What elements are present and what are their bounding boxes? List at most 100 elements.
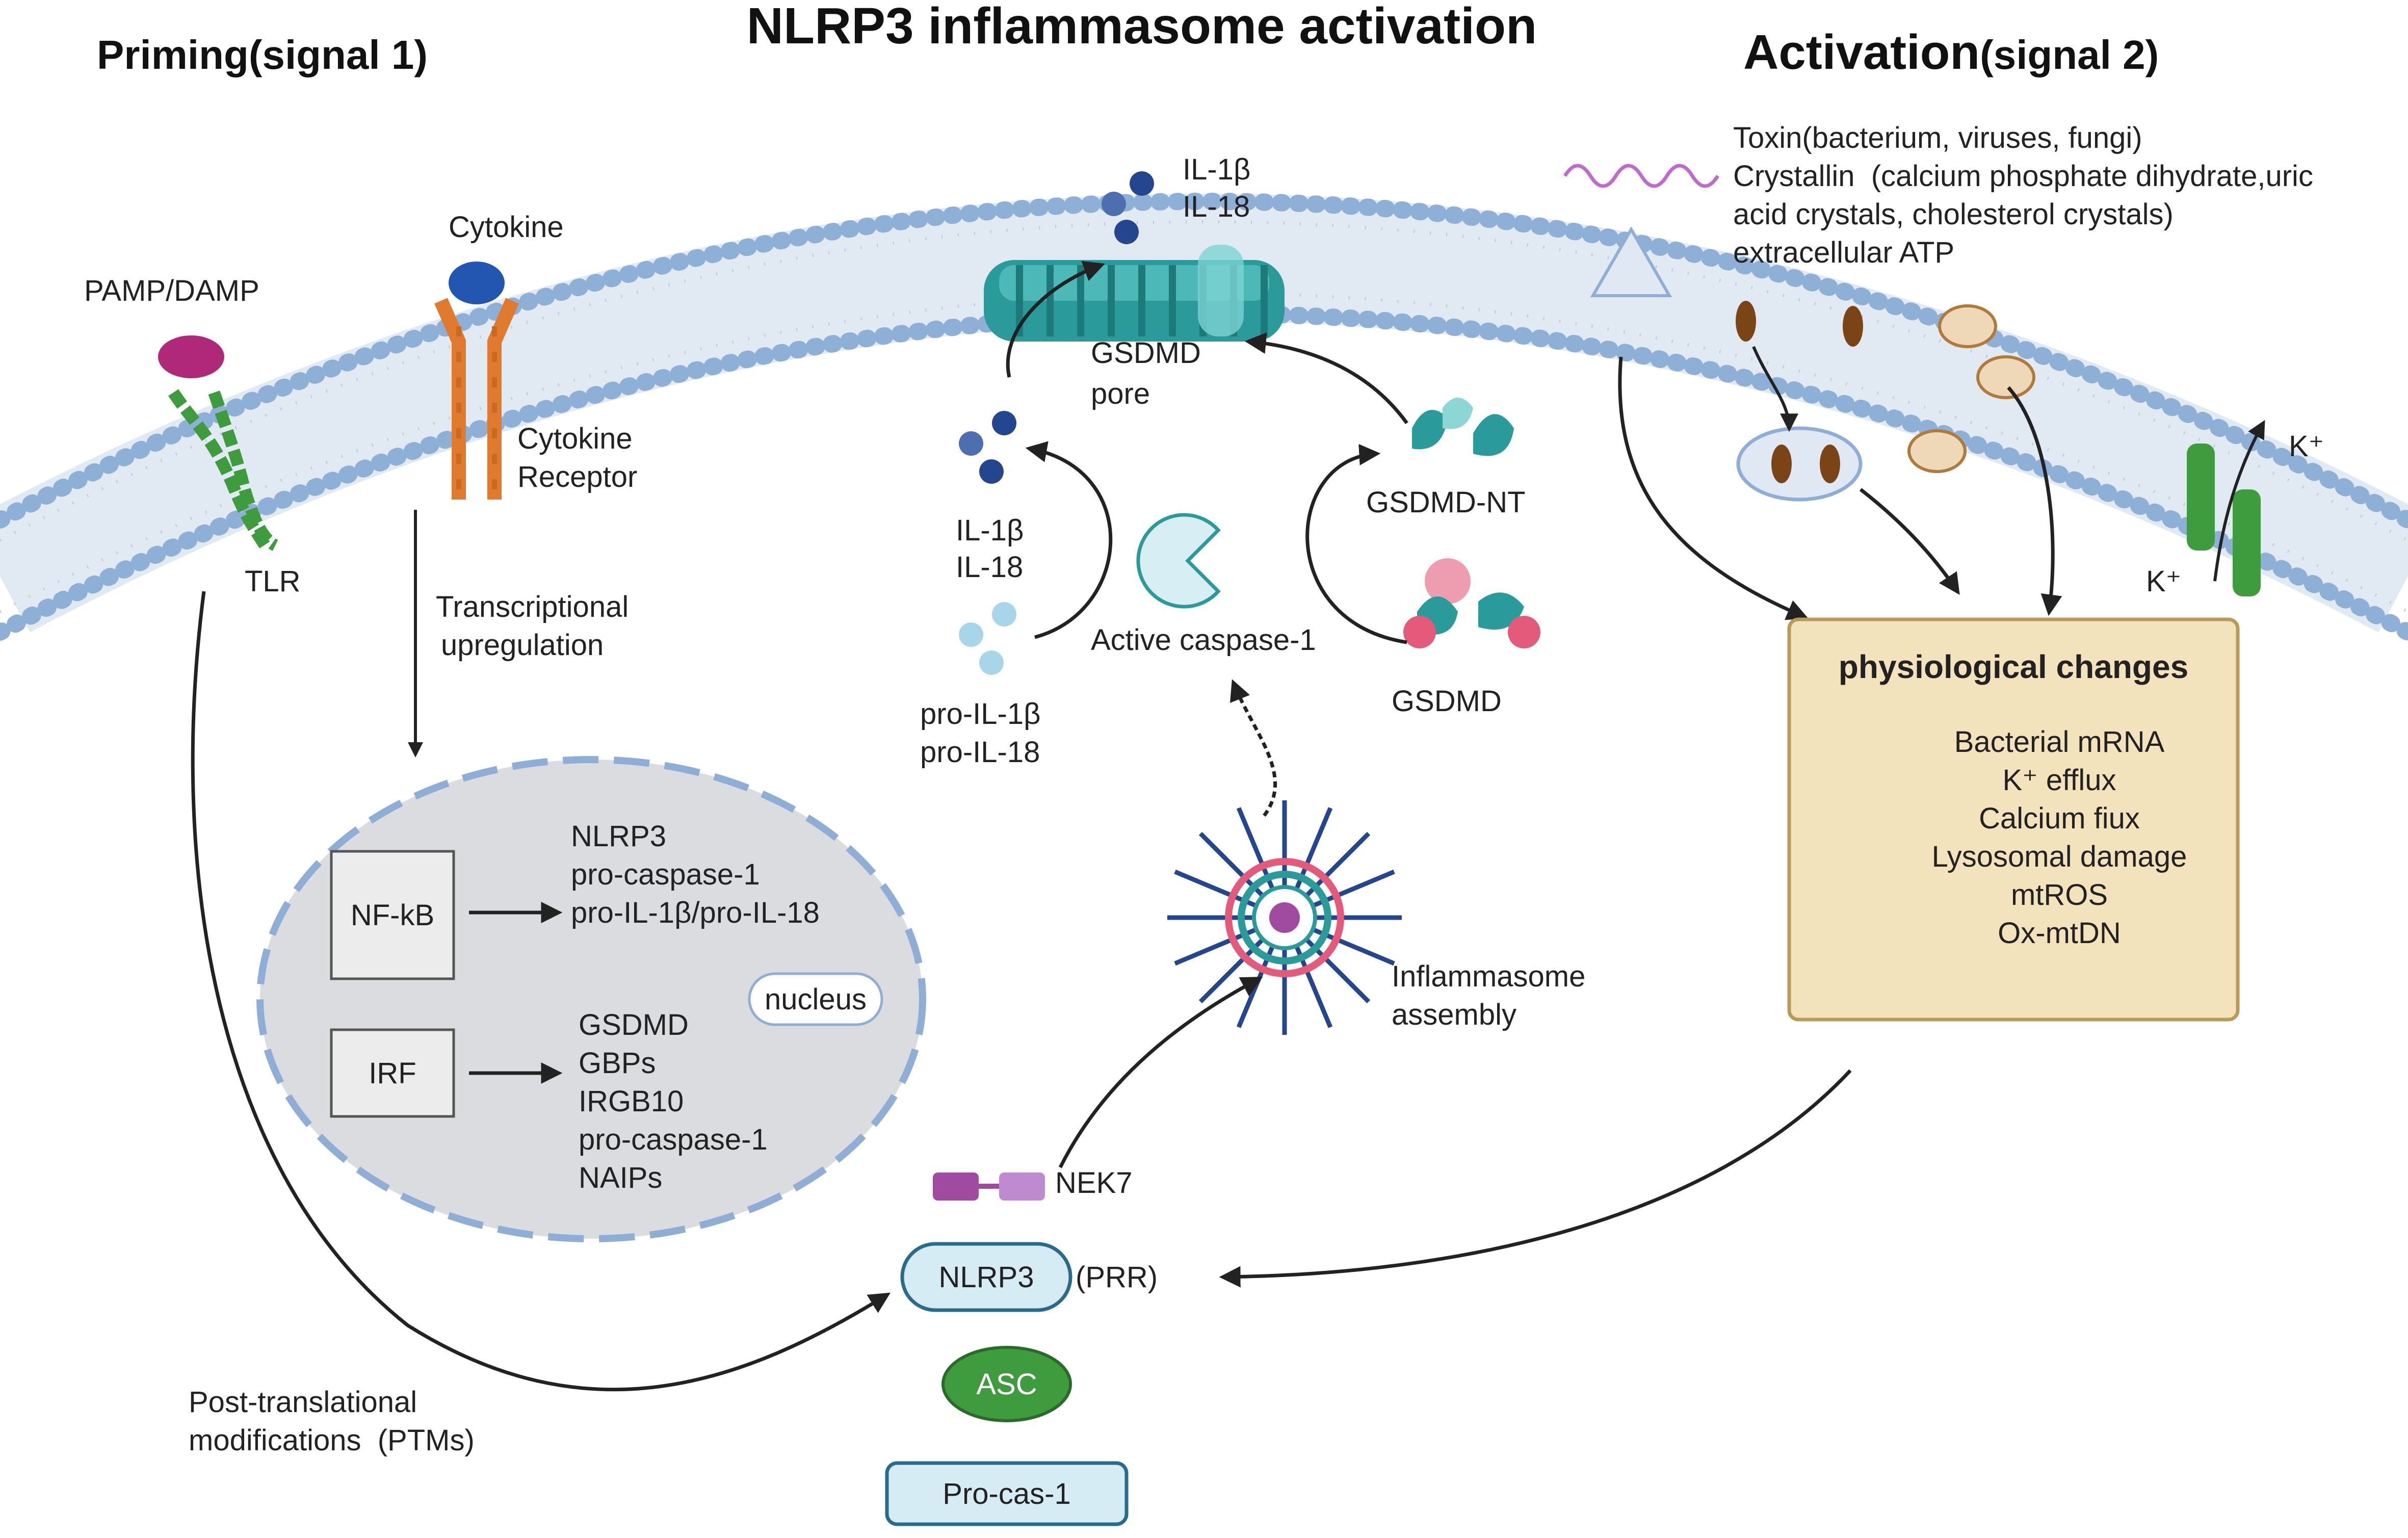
nucleus-badge [748,972,883,1026]
il-mid-label-1: IL-1β [956,514,1024,547]
mature-il-dots [959,411,1016,484]
transcriptional-label-1: Transcriptional [436,590,629,623]
physio-item: K⁺ efflux [2003,764,2116,797]
toxin-line: Toxin(bacterium, viruses, fungi) [1733,121,2142,154]
il-release-arrow [1006,260,1105,378]
nlrp3-label: NLRP3 [939,1261,1034,1294]
particle-to-physio-arrow [2007,386,2062,616]
tlr-label: TLR [245,565,301,598]
nfkb-label: NF-kB [351,899,434,932]
procas-label: Pro-cas-1 [943,1477,1070,1510]
pamp-icon [158,335,224,378]
physiological-changes-box [1787,617,2240,1022]
signal2-heading: Activation(signal 2) [1743,25,2159,80]
gsdmd-cleavage-arrow [1305,444,1407,644]
nek7-label: NEK7 [1055,1166,1133,1200]
nek7-icon [933,1172,1045,1201]
procas-badge [885,1461,1129,1526]
atp-arrow [1752,346,1798,432]
active-caspase-icon [1136,513,1221,609]
active-caspase-label: Active caspase-1 [1091,623,1316,657]
pro-il-dots [959,602,1016,675]
signal1-heading: Priming(signal 1) [97,32,428,77]
assembly-to-caspase-arrow [1229,679,1277,817]
k-channel-icon [2187,444,2261,596]
asc-badge [941,1346,1072,1422]
cytokine-icon [449,262,505,304]
inflammasome-label-2: assembly [1392,998,1516,1031]
gsdmd-pore-label-2: pore [1091,377,1150,410]
irf-target: GBPs [579,1047,656,1080]
nlrp3-badge [900,1242,1072,1312]
pamp-damp-label: PAMP/DAMP [84,274,259,307]
k-plus-label-in: K⁺ [2146,565,2181,598]
gsdmd-pore-icon [984,245,1285,342]
ptm-arrow [191,591,891,1392]
k-plus-label-out: K⁺ [2289,430,2324,463]
crystal-triangle-icon [1590,226,1672,297]
physio-items: Bacterial mRNA K⁺ efflux Calcium fiux Ly… [1932,725,2187,950]
nfkb-target: pro-caspase-1 [571,858,760,891]
inflammasome-icon [1167,800,1402,1035]
gsdmd-nt-label: GSDMD-NT [1366,486,1526,519]
toxin-line: extracellular ATP [1733,236,1954,269]
toxin-line: Crystallin (calcium phosphate dihydrate,… [1733,160,2313,193]
ptm-label-2: modifications (PTMs) [189,1424,475,1457]
pro-il-label-2: pro-IL-18 [920,736,1040,769]
cytokine-label: Cytokine [449,211,564,244]
irf-target: NAIPs [579,1161,662,1194]
tlr-icon [168,389,279,551]
transcriptional-label-2: upregulation [441,629,604,662]
released-il-dots [1102,171,1154,244]
physio-item: Ox-mtDN [1998,917,2121,950]
p2x7-channel-icon [1736,426,1863,502]
atp-to-physio-arrow [1859,488,1960,595]
il-top-label-2: IL-18 [1183,190,1250,223]
nucleus-label: nucleus [765,983,867,1016]
physio-title: physiological changes [1839,648,2188,685]
physio-item: Bacterial mRNA [1954,725,2165,759]
irf-label: IRF [369,1057,416,1090]
physio-item: Lysosomal damage [1932,840,2187,873]
k-efflux-arrow [2213,420,2265,582]
il-top-label-1: IL-1β [1183,153,1250,186]
atp-particles [1736,301,2035,473]
atp-bound-icon [1820,445,1840,483]
inflammasome-label-1: Inflammasome [1392,960,1585,993]
physio-item: mtROS [2011,878,2108,911]
gsdmd-pore-label-1: GSDMD [1091,336,1201,370]
nfkb-target: pro-IL-1β/pro-IL-18 [571,896,820,929]
irf-box [330,1028,455,1118]
irf-target: IRGB10 [579,1085,684,1118]
pro-il-label-1: pro-IL-1β [920,697,1040,731]
toxin-wave-icon [1563,164,1719,188]
gsdmd-nt-icon [1412,398,1514,456]
irf-target: GSDMD [579,1008,689,1041]
gsdmd-pore-forming-arrow [1244,332,1408,425]
gsdmd-icon [1403,558,1540,648]
nfkb-box [330,850,455,980]
nlrp3-to-inflammasome-arrow [1058,977,1263,1168]
il-mid-label-2: IL-18 [956,551,1023,584]
physio-to-nlrp3-arrow [1219,1069,1852,1288]
toxin-line: acid crystals, cholesterol crystals) [1733,198,2174,231]
prr-label: (PRR) [1076,1261,1158,1294]
diagram-title: NLRP3 inflammasome activation [747,0,1537,55]
nfkb-targets: NLRP3 pro-caspase-1 pro-IL-1β/pro-IL-18 [571,820,820,929]
toxin-text: Toxin(bacterium, viruses, fungi) Crystal… [1733,121,2313,269]
atp-bound-icon [1771,445,1792,483]
asc-label: ASC [976,1368,1037,1401]
il-maturation-arrow [1025,441,1113,639]
signal2-heading-main: Activation [1743,25,1980,80]
ptm-label-1: Post-translational [189,1386,417,1419]
cytokine-receptor-label-1: Cytokine [517,422,633,455]
physio-item: Calcium fiux [1979,802,2140,835]
cytokine-receptor-icon [434,298,519,500]
crystal-to-physio-arrow [1618,356,1809,620]
cytokine-receptor-label-2: Receptor [517,460,637,493]
signal2-heading-suffix: (signal 2) [1980,32,2159,77]
irf-target: pro-caspase-1 [579,1123,768,1156]
nfkb-target: NLRP3 [571,820,666,853]
gsdmd-label: GSDMD [1392,685,1502,718]
